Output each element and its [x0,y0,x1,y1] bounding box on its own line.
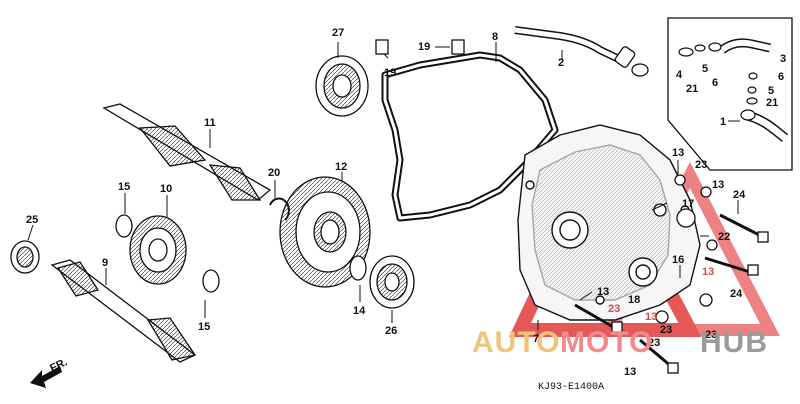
callout-13: 13 [645,311,657,323]
breather-tube [514,26,649,77]
bearing-26 [369,255,415,309]
washer-15 [202,269,220,293]
callout-9: 9 [102,257,108,269]
callout-21: 21 [766,97,778,109]
callout-15: 15 [118,181,130,193]
dowel-pin [451,39,465,55]
callout-21: 21 [686,83,698,95]
callout-6: 6 [778,71,784,83]
callout-23: 23 [660,324,672,336]
callout-11: 11 [204,117,216,129]
watermark-moto: MOTO [560,326,653,359]
callout-13: 13 [597,286,609,298]
callout-2: 2 [558,57,564,69]
callout-24: 24 [733,189,746,201]
watermark-hub: HUB [700,326,768,359]
callouts: 27 19 19 8 2 3 4 21 5 6 6 5 21 1 11 20 1… [26,27,786,378]
callout-4: 4 [676,69,683,81]
inset-box [667,17,793,171]
drawing-code: KJ93-E1400A [538,382,604,393]
callout-22: 22 [718,231,730,243]
bolts [574,174,769,374]
callout-20: 20 [268,167,280,179]
callout-18: 18 [628,294,640,306]
bearing-25 [10,240,40,274]
callout-8: 8 [492,31,498,43]
callout-25: 25 [26,214,38,226]
callout-23: 23 [695,159,707,171]
leader-lines [27,42,740,330]
front-label: FR. [48,356,69,374]
callout-19: 19 [384,67,396,79]
countershaft-11 [102,103,272,201]
washer-15 [115,214,133,238]
callout-5: 5 [702,63,708,75]
callout-26: 26 [385,325,397,337]
callout-14: 14 [353,305,366,317]
callout-15: 15 [198,321,210,333]
callout-19: 19 [418,41,430,53]
callout-1: 1 [720,116,726,128]
transmission-cover [517,124,701,321]
main-shaft-9 [50,259,197,363]
callout-3: 3 [780,53,786,65]
dowel-pin [375,39,389,55]
callout-16: 16 [672,254,684,266]
watermark-text: AUTO MOTO HUB [472,326,768,359]
washer-14 [349,255,367,281]
gear-10 [129,215,187,285]
gear-12 [279,176,371,288]
callout-13: 13 [702,266,714,278]
callout-27: 27 [332,27,344,39]
callout-24: 24 [730,288,743,300]
callout-10: 10 [160,183,172,195]
bearing-27 [315,55,369,117]
front-arrow [30,366,62,388]
callout-23: 23 [705,329,717,341]
watermark-auto: AUTO [472,326,560,359]
callout-5: 5 [768,85,774,97]
callout-6: 6 [712,77,718,89]
callout-12: 12 [335,161,347,173]
callout-13: 13 [712,179,724,191]
callout-17: 17 [682,198,694,210]
inset-parts [678,38,789,142]
callout-23: 23 [648,337,660,349]
callout-13: 13 [672,147,684,159]
callout-23: 23 [608,303,620,315]
callout-7: 7 [533,333,539,345]
callout-13: 13 [624,366,636,378]
